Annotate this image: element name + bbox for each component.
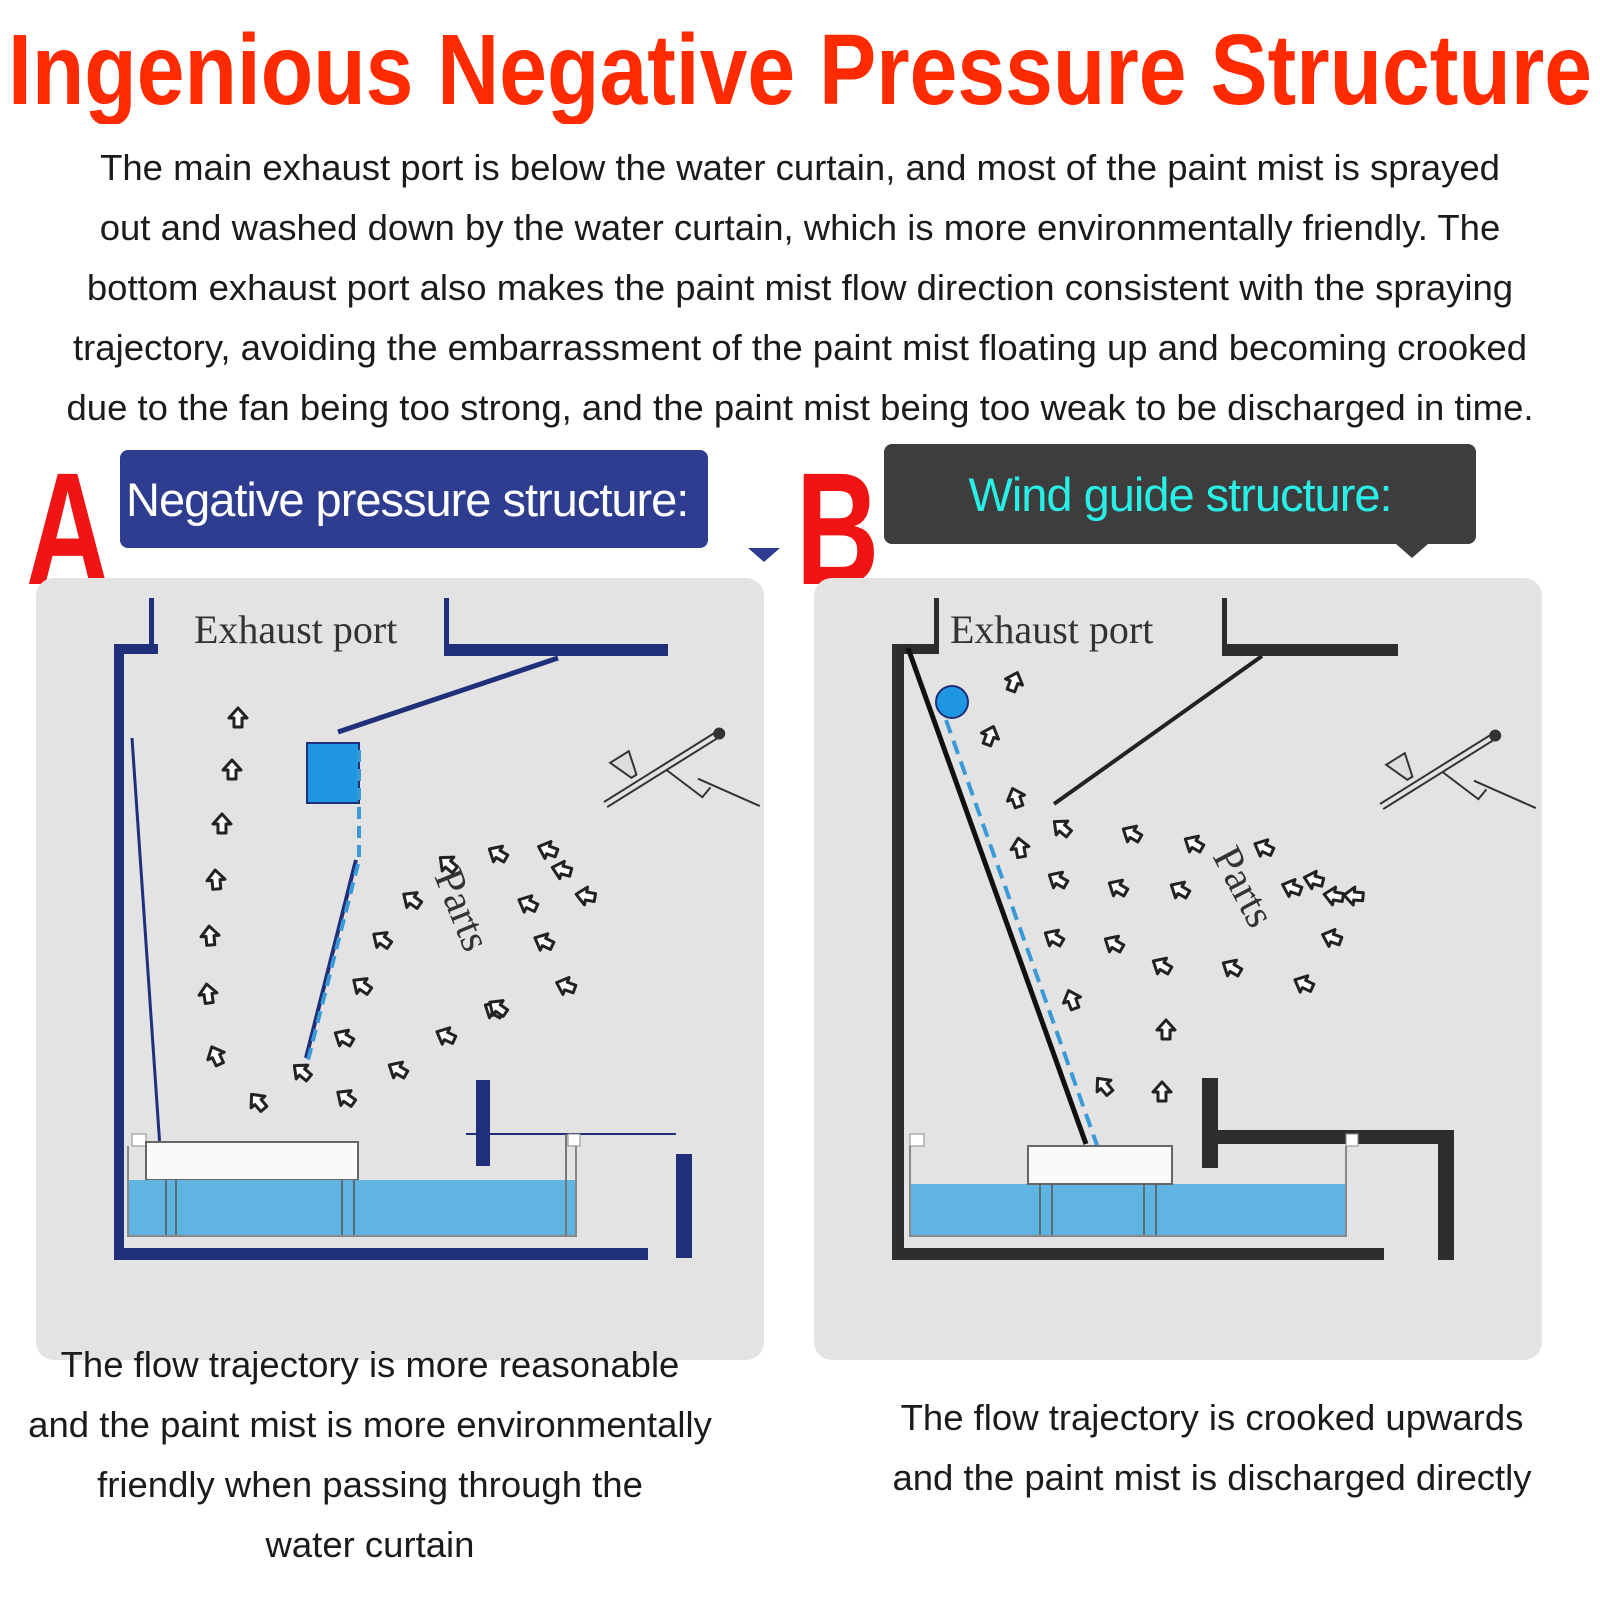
panel-b-caption: The flow trajectory is crooked upwards a… (892, 1397, 1532, 1498)
arrow-up-icon (533, 932, 556, 952)
panel-a-water-tank (306, 742, 360, 804)
arrow-up-icon (537, 840, 560, 860)
arrow-up-icon (555, 976, 578, 996)
panel-b-label-box: Wind guide structure: (884, 444, 1476, 558)
panel-a-diagram: Exhaust port Parts (114, 598, 761, 1260)
panel-a-curtain-plate (304, 859, 358, 1059)
panel-b-water-pipe (935, 685, 969, 719)
arrow-up-icon (402, 891, 424, 910)
arrow-up-icon (1151, 1080, 1173, 1103)
arrow-up-icon (197, 982, 219, 1005)
arrow-up-icon (1009, 836, 1031, 860)
arrow-up-icon (1322, 885, 1346, 907)
panel-a-back-guide (130, 737, 162, 1149)
arrow-up-icon (206, 1045, 226, 1068)
panel-b-airflow-arrows (980, 671, 1365, 1103)
panel-a-water-curtain (306, 750, 361, 1061)
panel-a-booth-walls (114, 598, 692, 1260)
panel-a-caption: The flow trajectory is more reasonable a… (28, 1344, 712, 1565)
arrow-up-icon (1062, 989, 1082, 1012)
panel-b-water-tray (909, 1133, 1359, 1237)
arrow-up-icon (1293, 974, 1316, 994)
arrow-up-icon (1169, 880, 1192, 900)
arrow-up-icon (199, 924, 221, 947)
panel-a-top-baffle (337, 655, 559, 735)
panel-a-label-box: Negative pressure structure: (120, 450, 780, 562)
arrow-up-icon (438, 855, 459, 875)
arrow-up-icon (1006, 787, 1026, 810)
arrow-up-icon (1221, 958, 1244, 978)
arrow-up-icon (487, 844, 510, 864)
panel-a-water-tray (127, 1133, 676, 1237)
arrow-up-icon (387, 1060, 410, 1080)
panel-a-label-tail (748, 548, 780, 562)
panel-b-diagram: Exhaust port Parts (892, 598, 1537, 1260)
arrow-up-icon (1095, 1076, 1115, 1097)
arrow-up-icon (336, 1089, 358, 1108)
panel-b-top-baffle (1052, 654, 1264, 806)
arrow-up-icon (1004, 671, 1024, 694)
panel-b-label: Wind guide structure: (968, 467, 1392, 521)
arrow-up-icon (1052, 819, 1073, 839)
panel-b-label-tail (1396, 544, 1428, 558)
arrow-up-icon (1342, 885, 1365, 907)
panel-a-exhaust-label: Exhaust port (194, 607, 397, 652)
arrow-up-icon (249, 1092, 269, 1113)
arrow-up-icon (1155, 1018, 1177, 1041)
arrow-up-icon (517, 894, 540, 914)
spray-gun-icon (1379, 729, 1537, 810)
intro-paragraph: The main exhaust port is below the water… (66, 147, 1534, 428)
arrow-up-icon (1121, 824, 1144, 844)
arrow-up-icon (1302, 869, 1326, 891)
arrow-up-icon (1103, 934, 1126, 954)
page-title: Ingenious Negative Pressure Structure (7, 14, 1594, 124)
arrow-up-icon (292, 1063, 313, 1083)
arrow-up-icon (1043, 928, 1066, 948)
arrow-up-icon (1047, 870, 1070, 890)
arrow-up-icon (1151, 956, 1174, 976)
arrow-up-icon (221, 758, 243, 781)
panel-b-exhaust-label: Exhaust port (950, 607, 1153, 652)
arrow-up-icon (227, 706, 249, 729)
arrow-up-icon (435, 1026, 458, 1046)
arrow-up-icon (333, 1028, 356, 1048)
arrow-up-icon (488, 999, 510, 1018)
arrow-up-icon (1253, 838, 1276, 858)
arrow-up-icon (352, 977, 374, 996)
panel-b-water-curtain (944, 719, 1100, 1149)
arrow-up-icon (1107, 878, 1130, 898)
panel-a-airflow-arrows (197, 706, 598, 1113)
panel-b-booth-walls (892, 598, 1454, 1260)
arrow-up-icon (372, 931, 394, 950)
arrow-up-icon (980, 725, 1000, 748)
arrow-up-icon (574, 885, 598, 907)
panel-a-label: Negative pressure structure: (126, 472, 689, 526)
arrow-up-icon (1183, 834, 1206, 854)
arrow-up-icon (550, 859, 574, 881)
arrow-up-icon (1281, 878, 1304, 898)
arrow-up-icon (205, 868, 227, 891)
page-title-text: Ingenious Negative Pressure Structure (8, 14, 1592, 124)
arrow-up-icon (1321, 928, 1344, 948)
arrow-up-icon (211, 812, 233, 835)
spray-gun-icon (603, 727, 761, 808)
panel-a-parts-label: Parts (425, 863, 499, 958)
panel-b-curtain-plate (905, 647, 1089, 1145)
